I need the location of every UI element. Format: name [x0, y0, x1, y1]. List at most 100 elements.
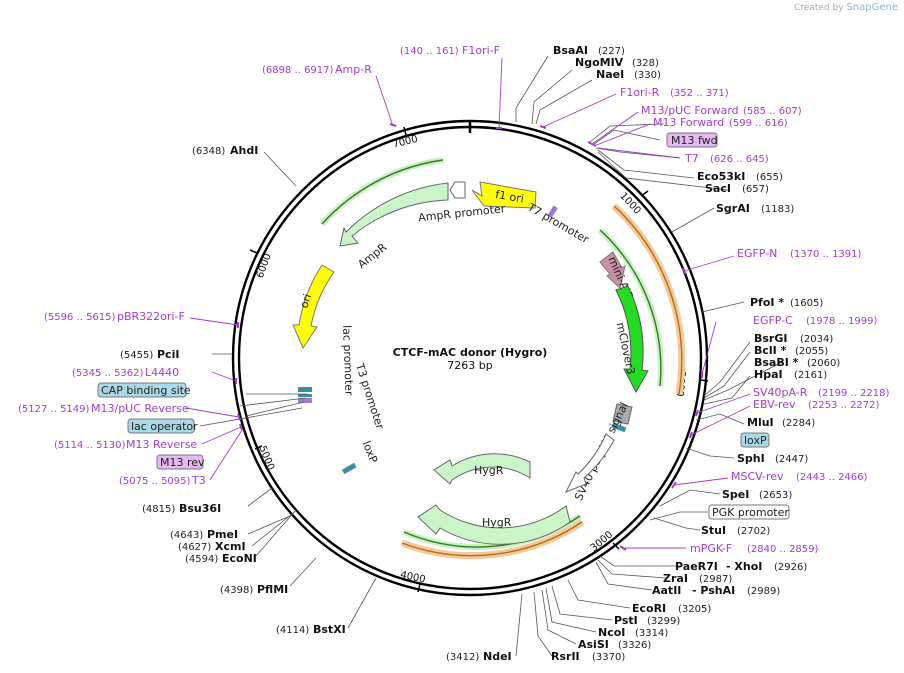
svg-text:BsrGI: BsrGI [754, 332, 787, 345]
site-bsu36i: (4815)Bsu36I [142, 502, 221, 515]
restriction-sites: BsaAI(227) NgoMIV(328) NaeI(330) Eco53kI… [120, 44, 840, 663]
site-paer7i-xhoi: PaeR7I- XhoI(2926) [675, 560, 807, 573]
primer-egfp-n: EGFP-N(1370 .. 1391) [737, 247, 862, 260]
box-m13-rev: M13 rev [156, 454, 205, 470]
feature-lac-operator-mark [298, 387, 312, 392]
svg-text:EBV-rev: EBV-rev [753, 398, 796, 411]
svg-text:(352 .. 371): (352 .. 371) [670, 88, 729, 99]
feature-label-t3-promoter: T3 promoter [353, 361, 387, 431]
svg-text:M13 Forward: M13 Forward [653, 116, 724, 129]
primer-amp-r: (6898 .. 6917)Amp-R [262, 63, 372, 76]
feature-label-ampr-promoter: AmpR promoter [418, 202, 507, 224]
svg-text:(3370): (3370) [592, 652, 625, 663]
svg-text:HpaI: HpaI [754, 368, 783, 381]
feature-label-loxp: loxP [360, 439, 381, 465]
svg-text:(5596 .. 5615): (5596 .. 5615) [44, 312, 116, 323]
svg-text:T7: T7 [684, 152, 699, 165]
box-cap-binding-site: CAP binding site [97, 382, 191, 398]
feature-cap-mark [298, 394, 312, 397]
primer-m13-reverse: (5114 .. 5130)M13 Reverse [54, 438, 197, 451]
svg-text:PflMI: PflMI [257, 583, 288, 596]
site-saci: SacI(657) [705, 182, 769, 195]
site-naei: NaeI (330) [596, 68, 661, 81]
svg-text:(2199 .. 2218): (2199 .. 2218) [818, 388, 890, 399]
svg-text:PmeI: PmeI [207, 528, 238, 541]
feature-sv40-polya-mark [612, 403, 633, 425]
svg-text:(2840 .. 2859): (2840 .. 2859) [747, 544, 819, 555]
primer-m13-forward: M13 Forward (599 .. 616) [653, 116, 788, 129]
svg-text:mPGK-F: mPGK-F [690, 542, 732, 555]
site-stui: StuI(2702) [701, 524, 770, 537]
feature-label-t7-promoter: T7 promoter [525, 200, 592, 246]
svg-text:(599 .. 616): (599 .. 616) [729, 118, 788, 129]
backbone [231, 119, 709, 597]
svg-text:L4440: L4440 [145, 366, 179, 379]
feature-label-f1-ori: f1 ori [494, 188, 525, 206]
svg-text:BclI *: BclI * [754, 344, 787, 357]
site-eco53ki: Eco53kI(655) [697, 170, 783, 183]
feature-t7-promoter [547, 205, 558, 219]
svg-text:M13 Reverse: M13 Reverse [126, 438, 197, 451]
svg-text:(2060): (2060) [807, 358, 840, 369]
svg-text:EGFP-C: EGFP-C [753, 314, 793, 327]
box-lac-operator: lac operator [127, 418, 198, 434]
svg-text:PstI: PstI [614, 614, 638, 627]
site-mlui: MluI(2284) [747, 416, 815, 429]
svg-text:(2161): (2161) [794, 370, 827, 381]
site-xcmi: (4627) XcmI [178, 540, 246, 553]
primer-m13-puc-reverse: (5127 .. 5149)M13/pUC Reverse [18, 402, 189, 415]
snapgene-credit: Created by SnapGene [794, 2, 898, 13]
site-econi: (4594)EcoNI [185, 552, 257, 565]
svg-text:(3314): (3314) [635, 628, 668, 639]
svg-text:NgoMIV: NgoMIV [575, 56, 624, 69]
svg-text:(140 .. 161): (140 .. 161) [400, 46, 459, 57]
svg-text:(6898 .. 6917): (6898 .. 6917) [262, 65, 334, 76]
svg-text:SpeI: SpeI [722, 488, 749, 501]
svg-text:SphI: SphI [737, 452, 765, 465]
svg-text:(2447): (2447) [775, 454, 808, 465]
site-bsrgi: BsrGI(2034) [754, 332, 833, 345]
svg-text:(330): (330) [634, 70, 661, 81]
svg-text:Bsu36I: Bsu36I [179, 502, 221, 515]
svg-text:(328): (328) [632, 58, 659, 69]
primer-l4440: (5345 .. 5362)L4440 [72, 366, 179, 379]
svg-text:(4627): (4627) [178, 542, 211, 553]
feature-hygr-2 [417, 504, 571, 545]
svg-text:(2702): (2702) [737, 526, 770, 537]
tick-label-6000: 6000 [255, 252, 274, 280]
credit-prefix: Created by [794, 3, 844, 13]
site-pmei: (4643) PmeI [170, 528, 238, 541]
svg-text:(5075 .. 5095): (5075 .. 5095) [119, 476, 191, 487]
svg-text:NaeI: NaeI [596, 68, 624, 81]
site-bstxi: (4114)BstXI [276, 623, 346, 636]
site-pflmi: (4398) PflMI [220, 583, 288, 596]
feature-m13-mark [298, 398, 312, 403]
svg-text:(4643): (4643) [170, 530, 203, 541]
boxed-labels: M13 fwd loxP PGK promoter CAP binding si… [97, 132, 790, 520]
site-sgrai: SgrAI(1183) [716, 202, 794, 215]
site-ahdi: (6348)AhdI [192, 144, 258, 157]
primer-m13-puc-forward: M13/pUC Forward(585 .. 607) [641, 104, 802, 117]
site-sphi: SphI (2447) [737, 452, 808, 465]
svg-text:BstXI: BstXI [313, 623, 346, 636]
site-hpai: HpaI (2161) [754, 368, 827, 381]
feature-ori [292, 264, 335, 350]
svg-text:(4594): (4594) [185, 554, 218, 565]
primer-f1ori-f: (140 .. 161)F1ori-F [400, 44, 500, 57]
primer-mscv-rev: MSCV-rev(2443 .. 2466) [731, 470, 868, 483]
svg-text:SgrAI: SgrAI [716, 202, 750, 215]
svg-text:PfoI *: PfoI * [750, 296, 784, 309]
svg-text:(227): (227) [598, 46, 625, 57]
svg-text:CAP binding site: CAP binding site [101, 384, 191, 397]
feature-label-hygr-2: HygR [482, 516, 512, 529]
svg-text:XcmI: XcmI [215, 540, 246, 553]
svg-text:(3412): (3412) [446, 652, 479, 663]
svg-text:T3: T3 [191, 474, 206, 487]
svg-text:(1978 .. 1999): (1978 .. 1999) [806, 316, 878, 327]
svg-text:M13/pUC Forward: M13/pUC Forward [641, 104, 739, 117]
svg-text:Amp-R: Amp-R [335, 63, 372, 76]
svg-text:(4398): (4398) [220, 585, 253, 596]
site-ncoi: NcoI(3314) [598, 626, 668, 639]
svg-text:(1370 .. 1391): (1370 .. 1391) [790, 249, 862, 260]
svg-text:PGK promoter: PGK promoter [712, 506, 789, 519]
